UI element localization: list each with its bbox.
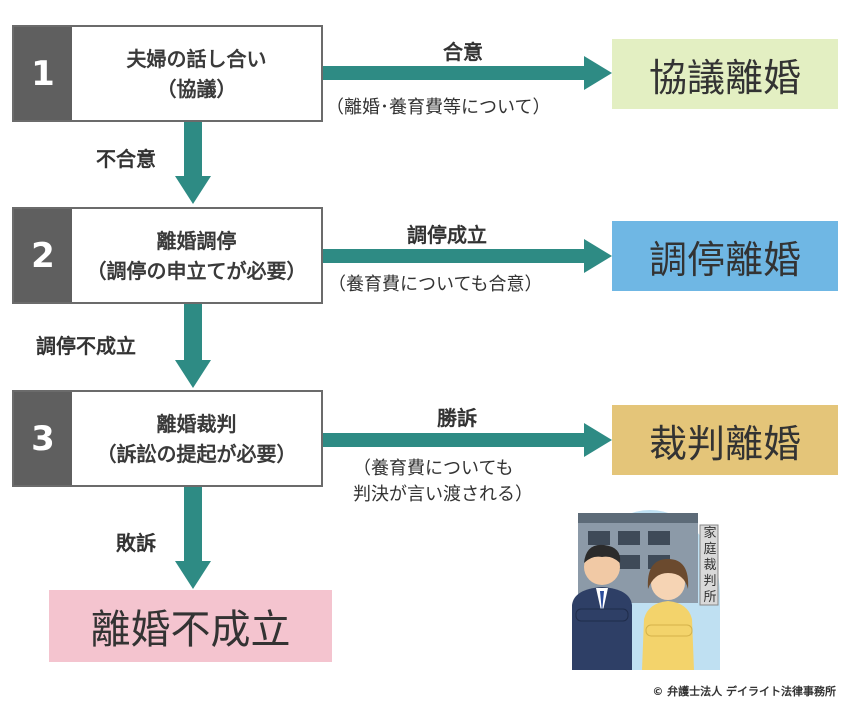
right-arrow-1-shaft — [323, 66, 585, 80]
note-line: （離婚･養育費等について） — [326, 97, 551, 118]
right-note-2: （養育費についても合意） — [328, 272, 543, 298]
right-arrow-3-head — [584, 423, 612, 457]
right-note-1: （離婚･養育費等について） — [326, 95, 550, 121]
down-arrow-1-head — [175, 176, 211, 204]
step-number: 3 — [14, 392, 72, 485]
step-number: 1 — [14, 27, 72, 120]
down-arrow-3-head — [175, 561, 211, 589]
step-subtitle: （調停の申立てが必要） — [86, 258, 307, 283]
family-court-illustration — [560, 485, 735, 670]
right-label-3: 勝訴 — [437, 406, 477, 430]
step-2-box: 2 離婚調停 （調停の申立てが必要） — [12, 207, 323, 304]
result-saiban-rikon: 裁判離婚 — [612, 405, 838, 475]
right-arrow-2-head — [584, 239, 612, 273]
step-subtitle: （訴訟の提起が必要） — [96, 441, 297, 466]
down-arrow-2-shaft — [184, 304, 202, 362]
step-1-box: 1 夫婦の話し合い （協議） — [12, 25, 323, 122]
down-label-3: 敗訴 — [116, 531, 156, 555]
down-arrow-1-shaft — [184, 122, 202, 178]
right-note-3: （養育費についても 判決が言い渡される） — [353, 456, 533, 508]
step-title: 離婚裁判 — [156, 411, 237, 436]
final-result-box: 離婚不成立 — [49, 590, 332, 662]
step-number: 2 — [14, 209, 72, 302]
right-label-1: 合意 — [443, 40, 483, 64]
right-arrow-3-shaft — [323, 433, 585, 447]
right-arrow-2-shaft — [323, 249, 585, 263]
right-label-2: 調停成立 — [407, 223, 487, 247]
credit-text: © 弁護士法人 デイライト法律事務所 — [652, 685, 836, 698]
result-chotei-rikon: 調停離婚 — [612, 221, 838, 291]
right-arrow-1-head — [584, 56, 612, 90]
step-title: 離婚調停 — [156, 228, 237, 253]
step-title: 夫婦の話し合い — [126, 46, 267, 71]
note-line: 判決が言い渡される） — [353, 484, 533, 505]
down-label-2: 調停不成立 — [36, 334, 136, 358]
step-subtitle: （協議） — [156, 76, 237, 101]
step-3-box: 3 離婚裁判 （訴訟の提起が必要） — [12, 390, 323, 487]
court-sign-text: 家庭裁判所 — [703, 526, 717, 605]
result-kyogi-rikon: 協議離婚 — [612, 39, 838, 109]
note-line: （養育費についても合意） — [328, 274, 543, 295]
down-arrow-3-shaft — [184, 487, 202, 563]
down-arrow-2-head — [175, 360, 211, 388]
court-couple-icon — [572, 510, 720, 670]
note-line: （養育費についても — [353, 458, 514, 479]
down-label-1: 不合意 — [96, 147, 156, 171]
